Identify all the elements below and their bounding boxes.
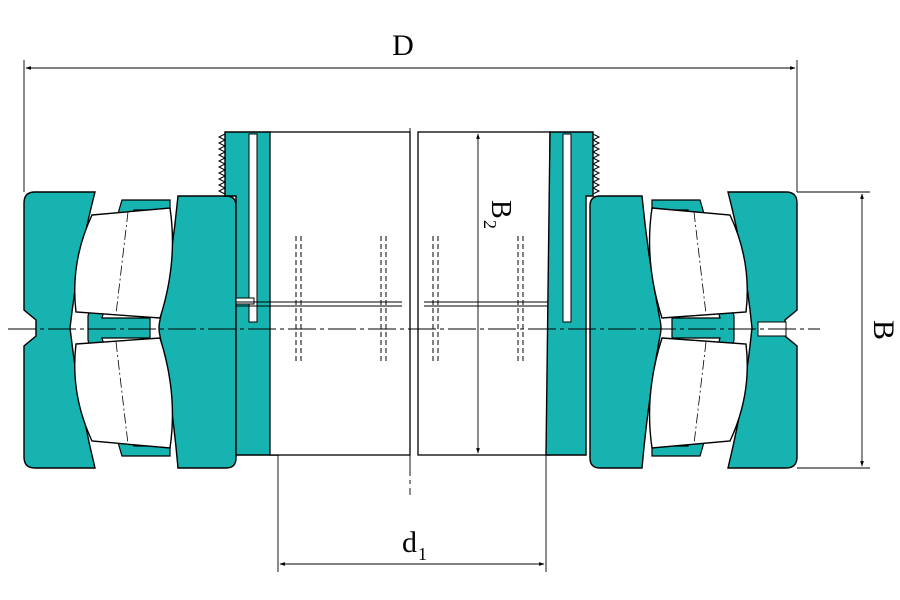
label-B: B (867, 320, 900, 340)
label-d1-subscript: 1 (418, 544, 427, 564)
left-bearing-half (23, 191, 237, 469)
right-sleeve-thread (591, 133, 601, 195)
center-lines (8, 128, 820, 495)
left-shaft-section (236, 131, 411, 456)
right-bearing-half (589, 191, 798, 469)
left-adapter-sleeve (217, 131, 279, 456)
label-B2: B (485, 200, 516, 219)
left-upper-roller (74, 207, 174, 319)
label-d1: d (402, 526, 417, 559)
dimension-lines (23, 60, 870, 572)
label-B2-subscript: 2 (480, 220, 500, 229)
right-lower-roller (648, 337, 748, 449)
right-upper-roller (648, 207, 748, 319)
left-sleeve-thread (217, 133, 227, 195)
right-shaft-section (417, 131, 562, 456)
label-D: D (392, 29, 414, 62)
left-lower-roller (74, 337, 174, 449)
